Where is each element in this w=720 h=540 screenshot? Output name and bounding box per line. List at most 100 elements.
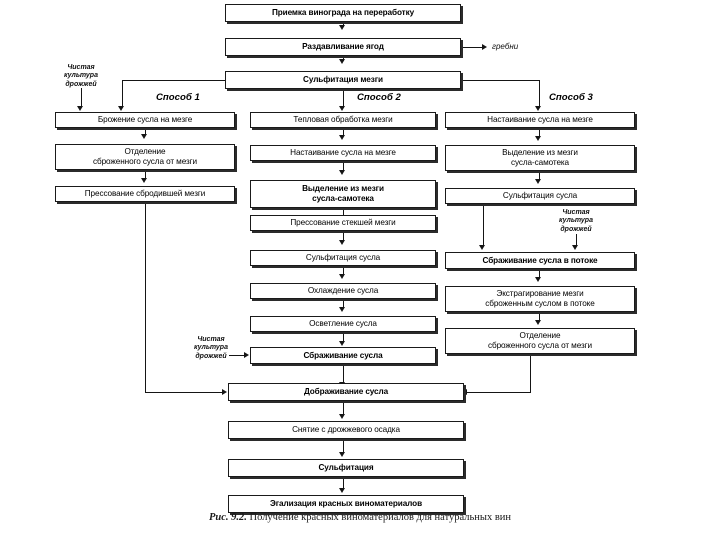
method-label-3: Способ 3: [549, 92, 593, 103]
process-label-line2: сброженным суслом в потоке: [485, 299, 595, 308]
process-box-m3-s1[interactable]: Настаивание сусла на мезге: [445, 112, 635, 128]
process-box-crushing[interactable]: Раздавливание ягод: [225, 38, 461, 56]
process-label: Дображивание сусла: [303, 387, 389, 396]
process-box-m1-s1[interactable]: Брожение сусла на мезге: [55, 112, 235, 128]
arrow-bottom-1-2: [339, 414, 345, 419]
arrow-acceptance-to-crushing: [339, 25, 345, 30]
process-label: Тепловая обработка мезги: [293, 115, 393, 124]
process-box-m2-s5[interactable]: Сульфитация сусла: [250, 250, 436, 266]
figure-caption: Рис. 9.2. Получение красных виноматериал…: [0, 512, 720, 523]
connector-bottom-1-2: [343, 401, 344, 415]
connector-m2-s6-s7: [343, 299, 344, 308]
connector-m1-to-common: [145, 392, 223, 393]
connector-m3-s4-s5: [539, 269, 540, 278]
process-box-sulfitation[interactable]: Сульфитация: [228, 459, 464, 477]
arrow-to-stems: [482, 43, 487, 50]
connector-crushing-to-sulfitation: [343, 56, 344, 61]
connector-m2-s4-s5: [343, 231, 344, 241]
process-box-m3-s4[interactable]: Сбраживание сусла в потоке: [445, 252, 635, 269]
split-bus-right: [459, 80, 539, 81]
process-label: Настаивание сусла на мезге: [487, 115, 593, 124]
figure-number: Рис. 9.2.: [208, 512, 247, 523]
arrow-bottom-2-3: [339, 452, 345, 457]
yeast-line-2: культура: [559, 217, 593, 225]
process-box-m3-s6[interactable]: Отделение сброженного сусла от мезги: [445, 328, 635, 354]
yeast-input-label-1: Чистая культура дрожжей: [51, 64, 111, 89]
arrow-yeast1: [77, 106, 83, 111]
process-label: Эгализация красных виноматериалов: [269, 499, 422, 508]
process-label: Раздавливание ягод: [302, 42, 384, 51]
split-drop-method3: [539, 80, 540, 108]
yeast-line-1: Чистая: [67, 64, 95, 71]
yeast-line-3: дрожжей: [560, 225, 592, 233]
connector-yeast1: [81, 88, 82, 106]
process-label-line1: Выделение из мезги: [302, 184, 384, 193]
process-label: Охлаждение сусла: [307, 286, 379, 295]
connector-m1-descent: [145, 202, 146, 392]
process-label: Сульфитация сусла: [502, 191, 578, 200]
connector-bottom-2-3: [343, 439, 344, 453]
process-box-m2-s7[interactable]: Осветление сусла: [250, 316, 436, 332]
connector-m1-s2-s3: [145, 170, 146, 179]
connector-m3-s5-s6: [539, 312, 540, 321]
figure-caption-text: Получение красных виноматериалов для нат…: [249, 512, 512, 523]
connector-m3-s1-s2: [539, 128, 540, 137]
process-label: Осветление сусла: [309, 319, 377, 328]
yeast-line-2: культура: [194, 344, 228, 352]
process-box-m1-s3[interactable]: Прессование сбродившей мезги: [55, 186, 235, 202]
process-box-lees-removal[interactable]: Снятие с дрожжевого осадка: [228, 421, 464, 439]
process-box-m2-s6[interactable]: Охлаждение сусла: [250, 283, 436, 299]
process-label-line1: Выделение из мезги: [502, 148, 578, 157]
byproduct-label-stems: гребни: [492, 42, 519, 51]
process-box-m2-s8[interactable]: Сбраживание сусла: [250, 347, 436, 364]
arrow-m2-s6-s7: [339, 307, 345, 312]
process-box-acceptance[interactable]: Приемка винограда на переработку: [225, 4, 461, 22]
split-bus-left: [122, 80, 227, 81]
process-box-m2-s2[interactable]: Настаивание сусла на мезге: [250, 145, 436, 161]
yeast-line-1: Чистая: [562, 209, 590, 216]
connector-yeast3: [576, 234, 577, 246]
process-box-m2-s3[interactable]: Выделение из мезги сусла-самотека: [250, 180, 436, 208]
split-drop-method1: [122, 80, 123, 108]
arrow-m2-s4-s5: [339, 240, 345, 245]
process-box-m2-s1[interactable]: Тепловая обработка мезги: [250, 112, 436, 128]
connector-m2-s3-s4: [343, 208, 344, 216]
process-label: Приемка винограда на переработку: [271, 8, 415, 17]
arrow-m1-s2-s3: [141, 178, 147, 183]
process-box-m1-s2[interactable]: Отделение сброженного сусла от мезги: [55, 144, 235, 170]
process-box-m2-s4[interactable]: Прессование стекшей мезги: [250, 215, 436, 231]
process-box-m3-s5[interactable]: Экстрагирование мезги сброженным суслом …: [445, 286, 635, 312]
process-box-equalization[interactable]: Эгализация красных виноматериалов: [228, 495, 464, 513]
arrow-m2-s5-s6: [339, 274, 345, 279]
process-label-line1: Отделение: [519, 331, 561, 340]
process-box-m3-s2[interactable]: Выделение из мезги сусла-самотека: [445, 145, 635, 171]
process-box-m3-s3[interactable]: Сульфитация сусла: [445, 188, 635, 204]
arrow-into-method1: [118, 106, 124, 111]
process-label: Прессование сбродившей мезги: [84, 189, 206, 198]
connector-yeast2: [229, 355, 245, 356]
process-label: Сульфитация: [318, 463, 374, 472]
process-label: Снятие с дрожжевого осадка: [292, 425, 400, 434]
yeast-line-1: Чистая: [197, 336, 225, 343]
arrow-m3-s4-s5: [535, 277, 541, 282]
process-box-after-ferment[interactable]: Дображивание сусла: [228, 383, 464, 401]
arrow-bottom-3-4: [339, 488, 345, 493]
process-label-line2: сусла-самотека: [510, 158, 570, 167]
connector-m2-s7-s8: [343, 332, 344, 342]
process-label: Сбраживание сусла: [303, 350, 383, 360]
process-label-line1: Экстрагирование мезги: [496, 289, 584, 298]
connector-crushing-to-stems: [463, 47, 483, 48]
process-box-sulfitation-pulp[interactable]: Сульфитация мезги: [225, 71, 461, 89]
yeast-line-3: дрожжей: [65, 80, 97, 88]
connector-acceptance-to-crushing: [343, 22, 344, 27]
yeast-line-2: культура: [64, 72, 98, 80]
connector-m3-s3-s4: [483, 204, 484, 246]
process-label: Сульфитация мезги: [303, 75, 383, 84]
arrow-m1-s1-s2: [141, 134, 147, 139]
arrow-m3-s1-s2: [535, 136, 541, 141]
process-label: Брожение сусла на мезге: [97, 115, 193, 124]
arrow-m3-s2-s3: [535, 179, 541, 184]
arrow-m3-into-common: [462, 388, 467, 395]
method-label-1: Способ 1: [156, 92, 200, 103]
